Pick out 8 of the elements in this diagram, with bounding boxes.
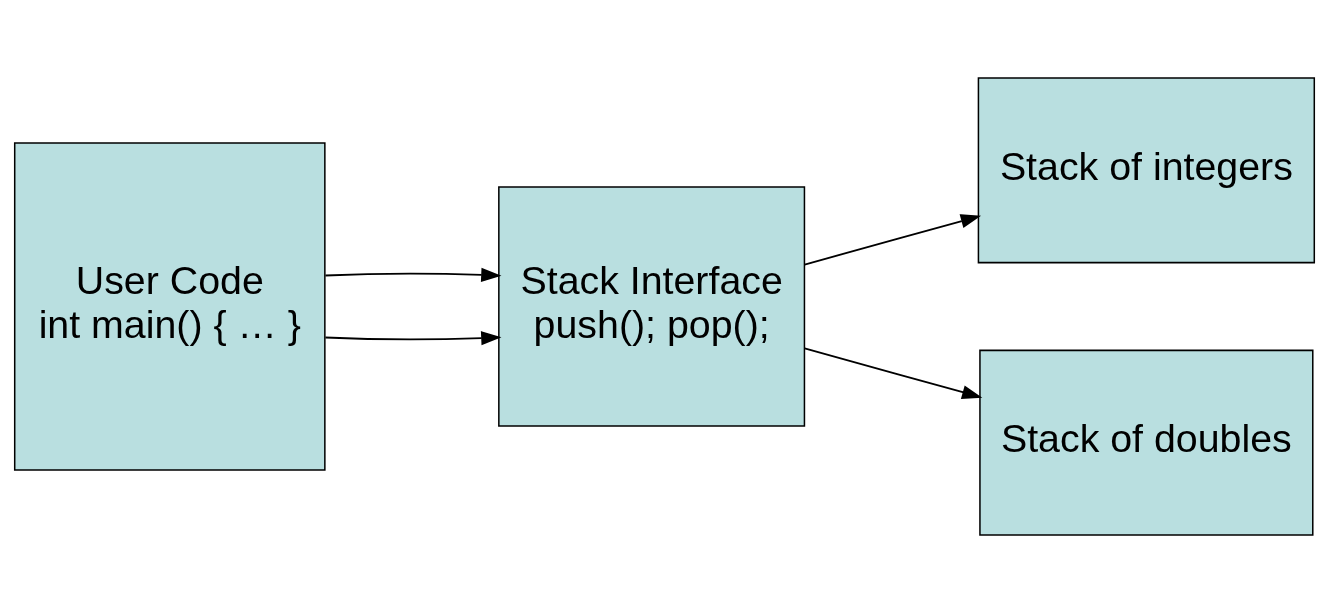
arrow	[803, 347, 983, 400]
node-box: User Code int main() { … }	[13, 142, 326, 471]
node-box: Stack of integers	[977, 77, 1316, 264]
arrow	[324, 331, 502, 346]
node-box: Stack of doubles	[979, 349, 1314, 536]
arrow	[803, 214, 982, 266]
node-box: Stack Interface push(); pop();	[498, 186, 806, 427]
arrow	[324, 267, 502, 282]
